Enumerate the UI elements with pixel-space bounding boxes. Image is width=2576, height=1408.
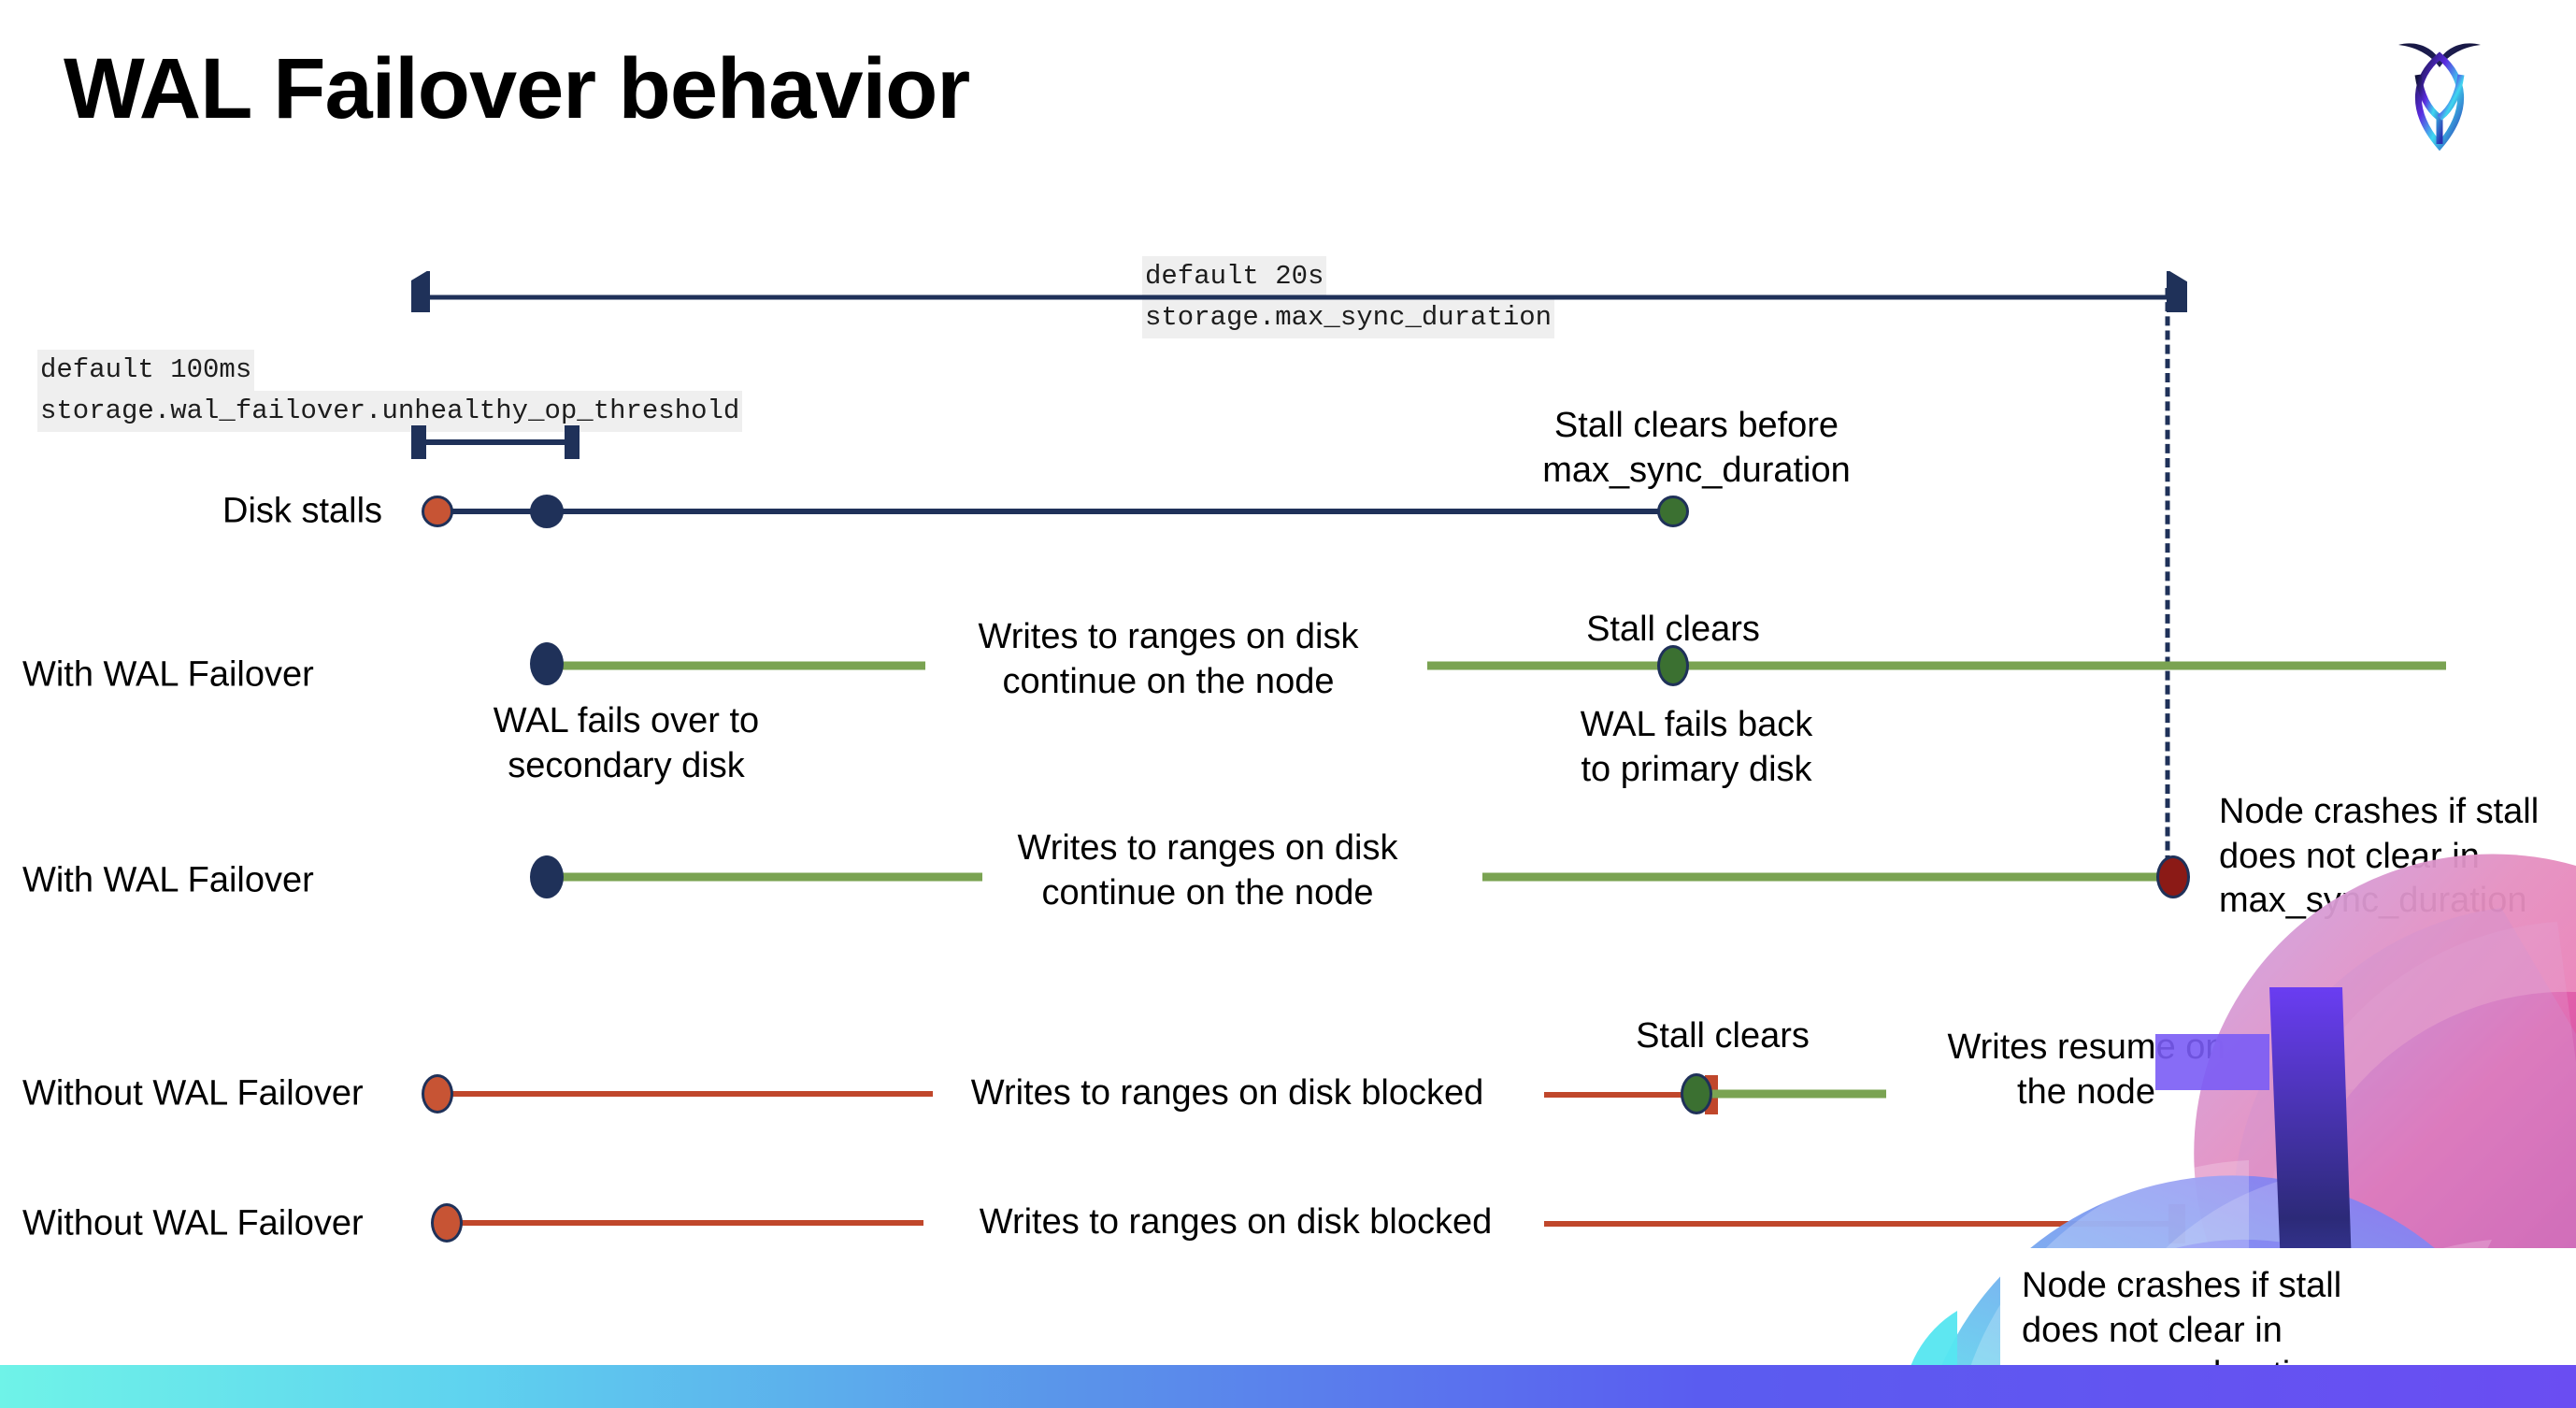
bottom-gradient-bar [0,1365,2576,1408]
disk-stalls-timeline [437,509,1673,514]
wal-failover-start-dot-2 [530,855,564,898]
without-failover-stall-start-dot [422,1074,453,1113]
annotation-writes-resume: Writes resume on the node [1947,1027,2225,1112]
row-label-with-wal-failover-crashes: With WAL Failover [22,860,314,900]
without-failover-crash-segment-a [447,1220,923,1226]
disk-stall-start-dot [422,496,453,527]
without-failover-crash-start-dot [431,1203,463,1243]
cockroachdb-logo [2383,22,2496,163]
annotation-writes-blocked-2: Writes to ranges on disk blocked [979,1202,1493,1242]
without-failover-blocked-arrow-a [1544,1075,1718,1114]
annotation-node-crashes-1: Node crashes if stall does not clear in … [2219,792,2540,920]
callout-backdrop [2000,1248,2576,1374]
annotation-writes-blocked-1: Writes to ranges on disk blocked [970,1073,1484,1113]
with-failover-crash-segment-right [1482,872,2183,882]
disk-stall-clear-dot [1657,496,1689,527]
without-failover-crash-arrow [1544,1204,2185,1243]
max-sync-duration-span-arrow [411,271,2187,312]
row-label-without-wal-failover-recovers: Without WAL Failover [22,1073,364,1113]
config-label-unhealthy-op-threshold: default 100ms storage.wal_failover.unhea… [37,350,743,433]
wal-failover-trigger-dot [530,495,564,528]
row-label-with-wal-failover-recovers: With WAL Failover [22,654,314,695]
without-failover-resume-segment-b [2290,1089,2449,1099]
config-default-value: default 100ms [37,350,255,392]
annotation-wal-fails-over: WAL fails over to secondary disk [493,701,760,785]
row-label-disk-stalls: Disk stalls [222,491,383,531]
annotation-writes-continue-1: Writes to ranges on disk continue on the… [978,617,1359,701]
wal-failover-start-dot [530,642,564,685]
without-failover-blocked-segment-a [437,1091,933,1097]
max-sync-duration-guide-line [2165,288,2170,879]
row-label-without-wal-failover-crashes: Without WAL Failover [22,1203,364,1243]
page-title: WAL Failover behavior [64,41,970,136]
annotation-stall-clears-1: Stall clears [1586,610,1760,649]
with-failover-segment-right [1427,661,2446,670]
annotation-wal-fails-back: WAL fails back to primary disk [1580,705,1813,789]
with-failover-segment-left [547,661,925,670]
annotation-stall-clears-2: Stall clears [1636,1016,1810,1056]
annotation-writes-continue-2: Writes to ranges on disk continue on the… [1017,828,1398,912]
annotation-stall-clears-before: Stall clears before max_sync_duration [1542,406,1851,490]
without-failover-stall-clear-dot [1681,1073,1712,1114]
without-failover-resume-segment-a [1701,1089,1886,1099]
config-setting-name: storage.wal_failover.unhealthy_op_thresh… [37,391,743,433]
with-failover-stall-clear-dot [1657,645,1689,686]
with-failover-crash-segment-left [547,872,982,882]
unhealthy-op-threshold-span-arrow [411,425,580,459]
node-crash-dot [2156,855,2190,898]
